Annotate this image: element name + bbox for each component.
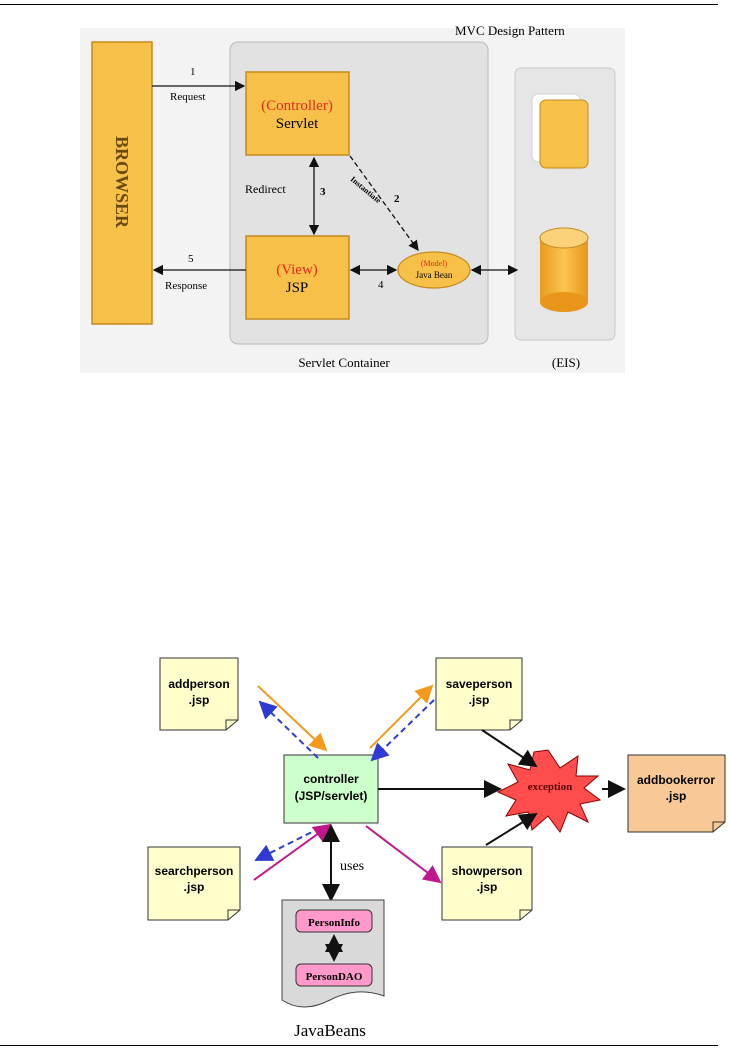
saveperson-name: saveperson <box>446 677 513 691</box>
controller-to-searchperson-arrow <box>254 827 321 861</box>
eis-cylinder-body <box>540 238 588 302</box>
controller-to-showperson-arrow <box>365 825 442 884</box>
redirect-number: 3 <box>320 186 326 198</box>
controller-node-title: controller <box>303 772 359 786</box>
personinfo-box <box>295 909 373 933</box>
model-role: (Model) <box>421 259 448 268</box>
persondao-box <box>295 963 373 987</box>
searchperson-ext: .jsp <box>184 880 205 894</box>
saveperson-ext: .jsp <box>469 693 490 707</box>
searchperson-to-controller-arrow <box>253 823 332 881</box>
controller-role: Controller <box>266 98 328 114</box>
eis-cylinder-top <box>539 227 589 249</box>
saveperson-to-controller-arrow <box>370 699 435 762</box>
model-name: Java Bean <box>416 270 453 280</box>
view-name: JSP <box>286 280 309 296</box>
showperson-name: showperson <box>452 864 523 878</box>
addperson-to-controller-arrow <box>257 685 328 752</box>
exception-label: exception <box>528 781 573 793</box>
eis-cylinder-bottom <box>540 292 588 312</box>
searchperson-page: searchperson .jsp <box>147 846 241 921</box>
request-label: Request <box>170 91 205 103</box>
addperson-page: addperson .jsp <box>159 657 239 731</box>
view-paren-open: ( <box>276 262 281 278</box>
showperson-ext: .jsp <box>477 880 498 894</box>
controller-node-subtitle: (JSP/servlet) <box>295 789 368 803</box>
uses-label: uses <box>340 859 364 874</box>
mvc-diagram: MVC Design Pattern BROWSER Servlet Conta… <box>80 23 625 373</box>
servlet-container-label: Servlet Container <box>298 355 390 370</box>
searchperson-name: searchperson <box>155 864 234 878</box>
addperson-name: addperson <box>168 677 229 691</box>
response-label: Response <box>165 280 207 292</box>
view-box <box>245 235 350 320</box>
top-rule <box>0 4 718 5</box>
showperson-to-exception-arrow <box>485 812 538 846</box>
instantiate-arrow <box>349 155 419 252</box>
browser-box <box>91 41 153 325</box>
addbookerror-name: addbookerror <box>637 773 715 787</box>
browser-label: BROWSER <box>112 136 132 229</box>
redirect-label: Redirect <box>245 182 286 196</box>
controller-paren-close: ) <box>328 98 333 114</box>
view-model-number: 4 <box>378 279 384 291</box>
saveperson-page: saveperson .jsp <box>435 657 523 731</box>
javabeans-label: JavaBeans <box>294 1021 366 1040</box>
instantiate-number: 2 <box>394 193 400 205</box>
saveperson-to-exception-arrow <box>481 729 538 768</box>
exception-burst <box>496 749 602 834</box>
bottom-rule <box>0 1045 718 1046</box>
app-flow-diagram: addperson .jsp saveperson .jsp searchper… <box>147 657 726 1040</box>
model-ellipse <box>397 251 471 289</box>
controller-role-text: (Controller) <box>261 98 333 114</box>
personinfo-label: PersonInfo <box>308 917 360 929</box>
controller-box <box>245 71 350 156</box>
eis-label: (EIS) <box>552 355 580 370</box>
response-number: 5 <box>188 253 194 265</box>
addbookerror-page: addbookerror .jsp <box>627 754 726 833</box>
controller-name: Servlet <box>276 116 319 132</box>
view-paren-close: ) <box>313 262 318 278</box>
request-number: 1 <box>190 66 196 78</box>
eis-doc-icon <box>539 99 589 169</box>
controller-to-addperson-arrow <box>258 700 319 759</box>
view-role: View <box>281 262 313 278</box>
controller-paren-open: ( <box>261 98 266 114</box>
addbookerror-ext: .jsp <box>666 789 687 803</box>
view-role-text: (View) <box>276 262 318 278</box>
showperson-page: showperson .jsp <box>441 846 533 921</box>
controller-to-saveperson-arrow <box>369 684 434 749</box>
mvc-title: MVC Design Pattern <box>455 23 565 38</box>
persondao-label: PersonDAO <box>306 971 363 983</box>
addperson-ext: .jsp <box>189 693 210 707</box>
